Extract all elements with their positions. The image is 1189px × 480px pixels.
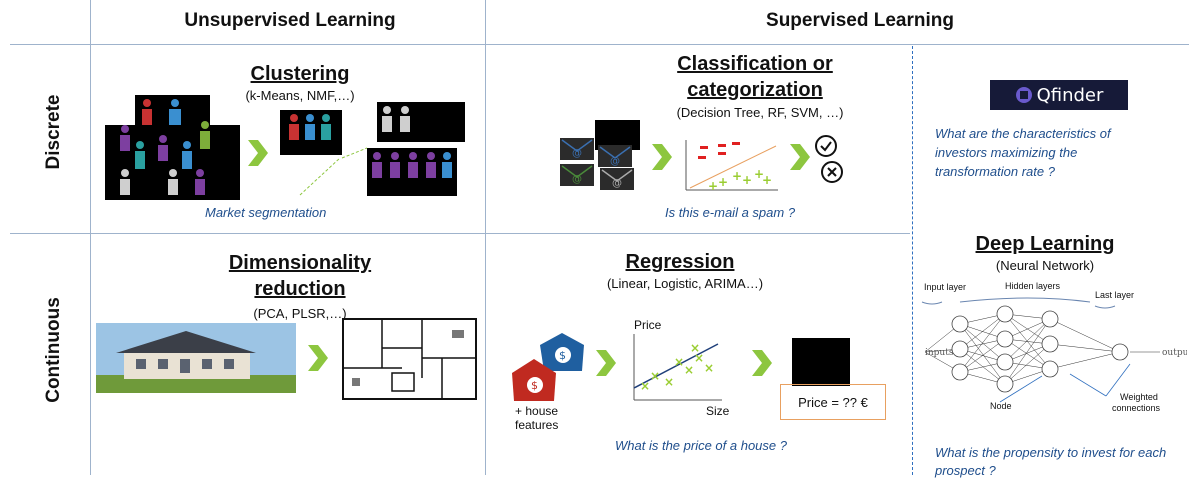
svg-text:$: $	[531, 379, 538, 392]
left-divider	[90, 0, 91, 475]
svg-text:$: $	[559, 349, 566, 362]
row-divider	[10, 233, 910, 234]
svg-text:@: @	[612, 178, 622, 189]
check-icon	[815, 135, 837, 157]
house-label-line1: + house	[515, 404, 559, 418]
qfinder-caption: What are the characteristics of investor…	[935, 126, 1111, 179]
input-layer-label: Input layer	[924, 282, 967, 292]
row-label-discrete: Discrete	[43, 94, 64, 170]
svg-text:×: ×	[640, 379, 650, 393]
header-supervised: Supervised Learning	[766, 10, 954, 31]
floor-plan-icon	[342, 318, 477, 400]
chevron-right-icon	[248, 140, 268, 166]
svg-text:×: ×	[690, 341, 700, 355]
dimred-subtitle: (PCA, PLSR,…)	[253, 306, 347, 321]
qfinder-logo-icon	[1015, 87, 1032, 103]
classification-subtitle: (Decision Tree, RF, SVM, …)	[676, 105, 844, 120]
dimred-title-line1: Dimensionality	[228, 252, 372, 274]
classification-caption: Is this e-mail a spam ?	[665, 205, 796, 220]
qfinder-logo: Qfinder	[990, 80, 1128, 110]
chevron-right-icon	[652, 144, 672, 170]
chevron-right-icon	[790, 144, 810, 170]
svg-text:@: @	[610, 156, 620, 167]
svg-text:@: @	[572, 174, 582, 185]
svg-text:+: +	[718, 175, 728, 189]
regression-title: Regression	[625, 251, 735, 273]
node-label: Node	[990, 401, 1012, 411]
svg-text:×: ×	[684, 363, 694, 377]
svg-text:×: ×	[674, 355, 684, 369]
deep-caption: What is the propensity to invest for eac…	[935, 445, 1167, 478]
email-stack-illustration: @ @ @ @	[560, 120, 640, 190]
clustering-caption: Market segmentation	[205, 205, 327, 220]
outputs-label: outputs	[1162, 348, 1187, 358]
svg-text:×: ×	[650, 369, 660, 383]
svg-text:+: +	[708, 179, 718, 193]
regression-subtitle: (Linear, Logistic, ARIMA…)	[606, 276, 764, 291]
neural-network-icon	[921, 297, 1160, 403]
axis-label-price: Price	[634, 318, 662, 332]
classification-title-line1: Classification or	[677, 53, 833, 75]
deep-title: Deep Learning	[975, 233, 1115, 255]
middle-divider	[485, 0, 486, 475]
deep-subtitle: (Neural Network)	[995, 258, 1095, 273]
price-box-text: Price = ?? €	[798, 394, 868, 410]
dimred-title-line2: reduction	[254, 278, 346, 300]
svg-text:+: +	[754, 167, 764, 181]
house-dollar-icon: $ $	[512, 333, 584, 401]
dashed-divider	[912, 46, 913, 475]
segmented-people-illustration	[280, 102, 465, 196]
chevron-right-icon	[596, 350, 616, 376]
svg-text:×: ×	[664, 375, 674, 389]
classification-scatter: +++ +++	[685, 140, 778, 193]
qfinder-logo-text: Qfinder	[1036, 84, 1104, 106]
inputs-label: inputs	[925, 348, 954, 358]
clustering-subtitle: (k-Means, NMF,…)	[245, 88, 355, 103]
price-box: Price = ?? €	[780, 384, 886, 420]
top-divider	[10, 44, 1189, 45]
regression-scatter: ××× ××× ××	[633, 334, 722, 401]
person-icon	[120, 99, 210, 195]
weighted-label-line2: connections	[1112, 403, 1161, 413]
hidden-layers-label: Hidden layers	[1005, 281, 1061, 291]
regression-caption: What is the price of a house ?	[615, 438, 787, 453]
chevron-right-icon	[752, 350, 772, 376]
classification-title-line2: categorization	[687, 79, 823, 101]
row-label-continuous: Continuous	[43, 297, 64, 403]
house-photo-icon	[96, 323, 296, 393]
svg-text:×: ×	[704, 361, 714, 375]
weighted-label-line1: Weighted	[1120, 392, 1158, 402]
axis-label-size: Size	[706, 404, 730, 418]
svg-text:×: ×	[694, 351, 704, 365]
svg-text:+: +	[762, 173, 772, 187]
last-layer-label: Last layer	[1095, 290, 1135, 300]
svg-text:+: +	[732, 169, 742, 183]
chevron-right-icon	[308, 345, 328, 371]
svg-text:@: @	[572, 148, 582, 159]
clustering-title: Clustering	[250, 63, 350, 85]
people-cluster-illustration	[105, 95, 240, 200]
house-image-redacted	[792, 338, 850, 386]
header-unsupervised: Unsupervised Learning	[184, 10, 396, 31]
cross-icon	[821, 161, 843, 183]
house-label-line2: features	[515, 418, 559, 432]
svg-text:+: +	[742, 173, 752, 187]
